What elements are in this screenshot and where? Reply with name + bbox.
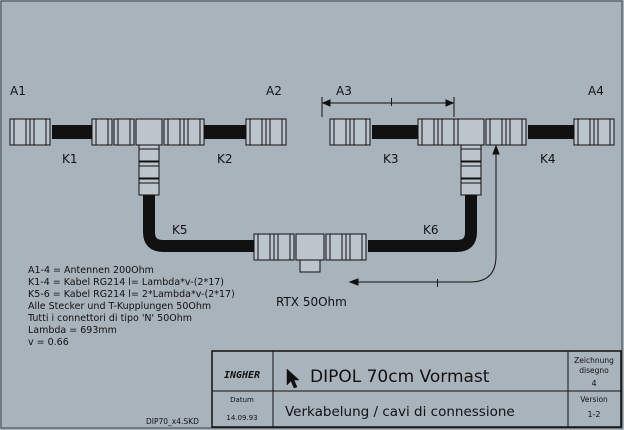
cable-k4 [528, 125, 574, 139]
dimension-label-top: l [390, 96, 393, 109]
antenna-label-a4: A4 [588, 84, 604, 98]
cable-label-k4: K4 [540, 152, 556, 166]
cable-label-k5: K5 [172, 223, 188, 237]
version-label: Version [580, 395, 608, 404]
note-line: v = 0.66 [28, 337, 69, 348]
drawing-label-2: disegno [579, 366, 609, 375]
note-line: Lambda = 693mm [28, 325, 117, 336]
left-dipole-assembly [9, 118, 287, 196]
date-value: 14.09.93 [226, 414, 257, 422]
tee-coupling-left [135, 118, 163, 146]
dimension-label-bottom: l [436, 277, 439, 290]
dimension-bottom [348, 144, 500, 286]
file-name: DIP70_x4.SKD [146, 417, 199, 426]
title-block: INGHER Datum 14.09.93 DIPOL 70cm Vormast… [211, 350, 622, 428]
tee-coupling-right [457, 118, 485, 146]
dimension-top [321, 97, 455, 117]
notes-block: A1-4 = Antennen 200Ohm K1-4 = Kabel RG21… [27, 265, 235, 348]
mouse-cursor-icon [286, 368, 300, 389]
note-line: Tutti i connettori di tipo 'N' 50Ohm [27, 313, 192, 324]
note-line: K5-6 = Kabel RG214 l= 2*Lambda*v-(2*17) [28, 289, 235, 300]
antenna-label-a2: A2 [266, 84, 282, 98]
cable-label-k3: K3 [383, 152, 399, 166]
drawing-label-1: Zeichnung [574, 356, 614, 365]
cable-label-k6: K6 [423, 223, 439, 237]
cable-label-k2: K2 [217, 152, 233, 166]
note-line: Alle Stecker und T-Kupplungen 50Ohm [28, 301, 211, 312]
drawing-title: DIPOL 70cm Vormast [310, 367, 490, 387]
cable-k1 [52, 125, 94, 139]
note-line: A1-4 = Antennen 200Ohm [28, 265, 154, 276]
version-value: 1-2 [587, 410, 600, 419]
rtx-label: RTX 50Ohm [276, 295, 347, 309]
cable-label-k1: K1 [62, 152, 78, 166]
cable-k5 [143, 195, 256, 252]
drawing-subtitle: Verkabelung / cavi di connessione [285, 404, 515, 420]
antenna-label-a1: A1 [10, 84, 26, 98]
note-line: K1-4 = Kabel RG214 l= Lambda*v-(2*17) [28, 277, 224, 288]
cable-k3 [372, 125, 418, 139]
cable-k2 [204, 125, 246, 139]
cable-k6 [368, 195, 477, 252]
company-name: INGHER [224, 370, 260, 381]
right-dipole-assembly [329, 118, 615, 196]
drawing-number: 4 [591, 379, 596, 388]
antenna-label-a3: A3 [336, 84, 352, 98]
center-rtx-tee [253, 233, 367, 273]
date-label: Datum [230, 396, 254, 404]
